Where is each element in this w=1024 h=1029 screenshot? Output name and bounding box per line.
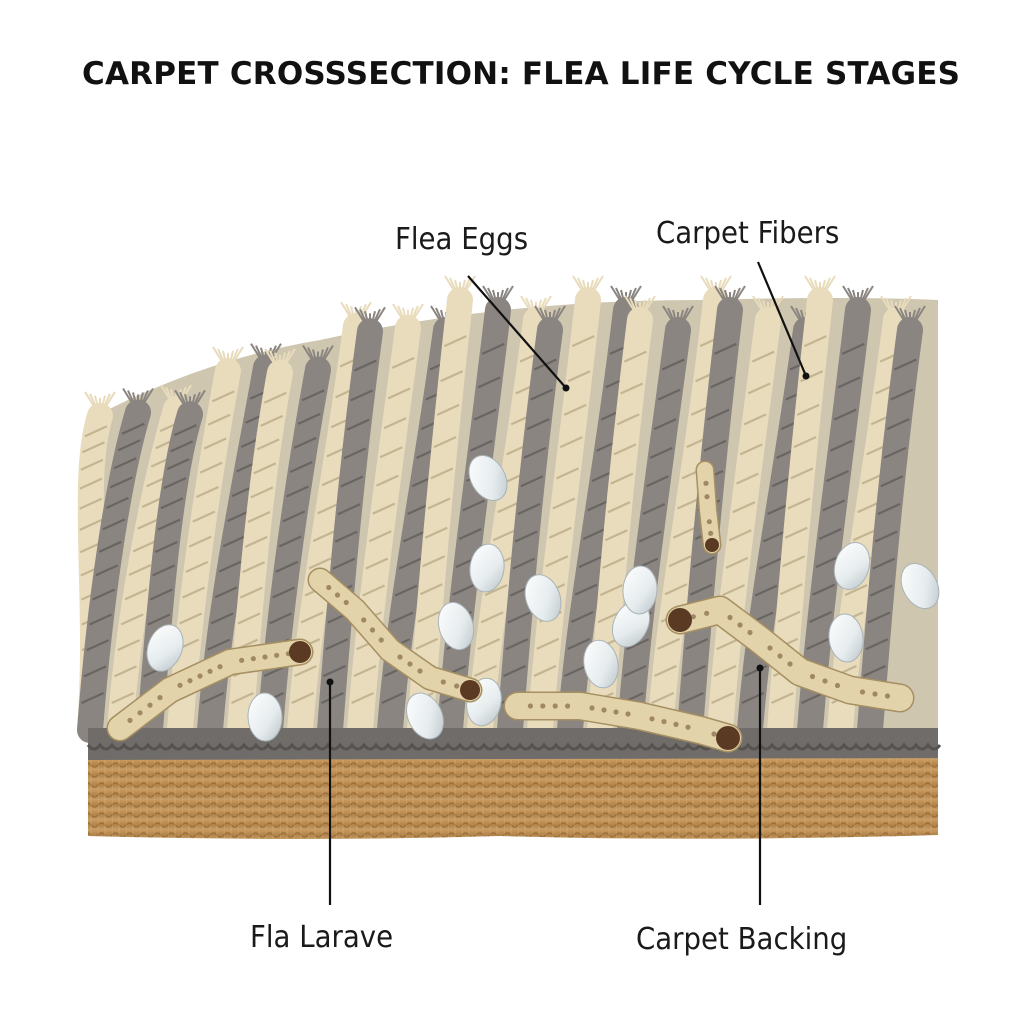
carpet-fiber-strand <box>77 387 154 743</box>
leader-line-carpet-fibers <box>756 261 808 377</box>
leader-line-flea-eggs <box>467 275 567 389</box>
flea-eggs <box>146 455 940 742</box>
flea-larvae <box>106 460 915 753</box>
label-carpet-fibers: Carpet Fibers <box>656 216 840 251</box>
flea-egg <box>622 565 658 615</box>
flea-egg <box>468 455 508 501</box>
carpet-fiber-strand <box>647 275 732 743</box>
leader-dot-carpet-backing <box>756 664 764 672</box>
label-flea-larvae: Fla Larave <box>250 920 394 955</box>
flea-larva <box>665 595 915 713</box>
flea-egg <box>469 543 505 593</box>
flea-egg <box>900 562 940 610</box>
leader-dot-carpet-fibers <box>802 372 810 380</box>
leader-dot-flea-larvae <box>326 678 334 686</box>
diagram-title: CARPET CROSSSECTION: FLEA LIFE CYCLE STA… <box>82 56 961 92</box>
carpet-fiber-strand <box>107 384 192 743</box>
flea-egg <box>524 574 562 622</box>
carpet-base-weave <box>86 728 942 762</box>
flea-larva <box>307 567 483 703</box>
flea-larva <box>695 460 722 555</box>
leader-lines <box>326 261 810 905</box>
flea-egg <box>828 613 864 663</box>
label-flea-eggs: Flea Eggs <box>395 222 529 257</box>
carpet-fiber-strand <box>347 303 424 743</box>
flea-larva <box>503 691 743 753</box>
carpet-backing <box>88 758 938 839</box>
flea-egg <box>437 601 475 651</box>
flea-egg <box>583 639 619 689</box>
flea-egg <box>247 692 283 742</box>
flea-egg <box>146 624 184 672</box>
label-carpet-backing: Carpet Backing <box>636 922 848 957</box>
flea-egg <box>833 542 871 590</box>
leader-dot-flea-eggs <box>562 384 570 392</box>
carpet-fiber-strand <box>227 348 296 743</box>
carpet-fiber-strand <box>707 295 784 743</box>
flea-larva <box>106 638 314 742</box>
flea-egg <box>406 692 444 740</box>
